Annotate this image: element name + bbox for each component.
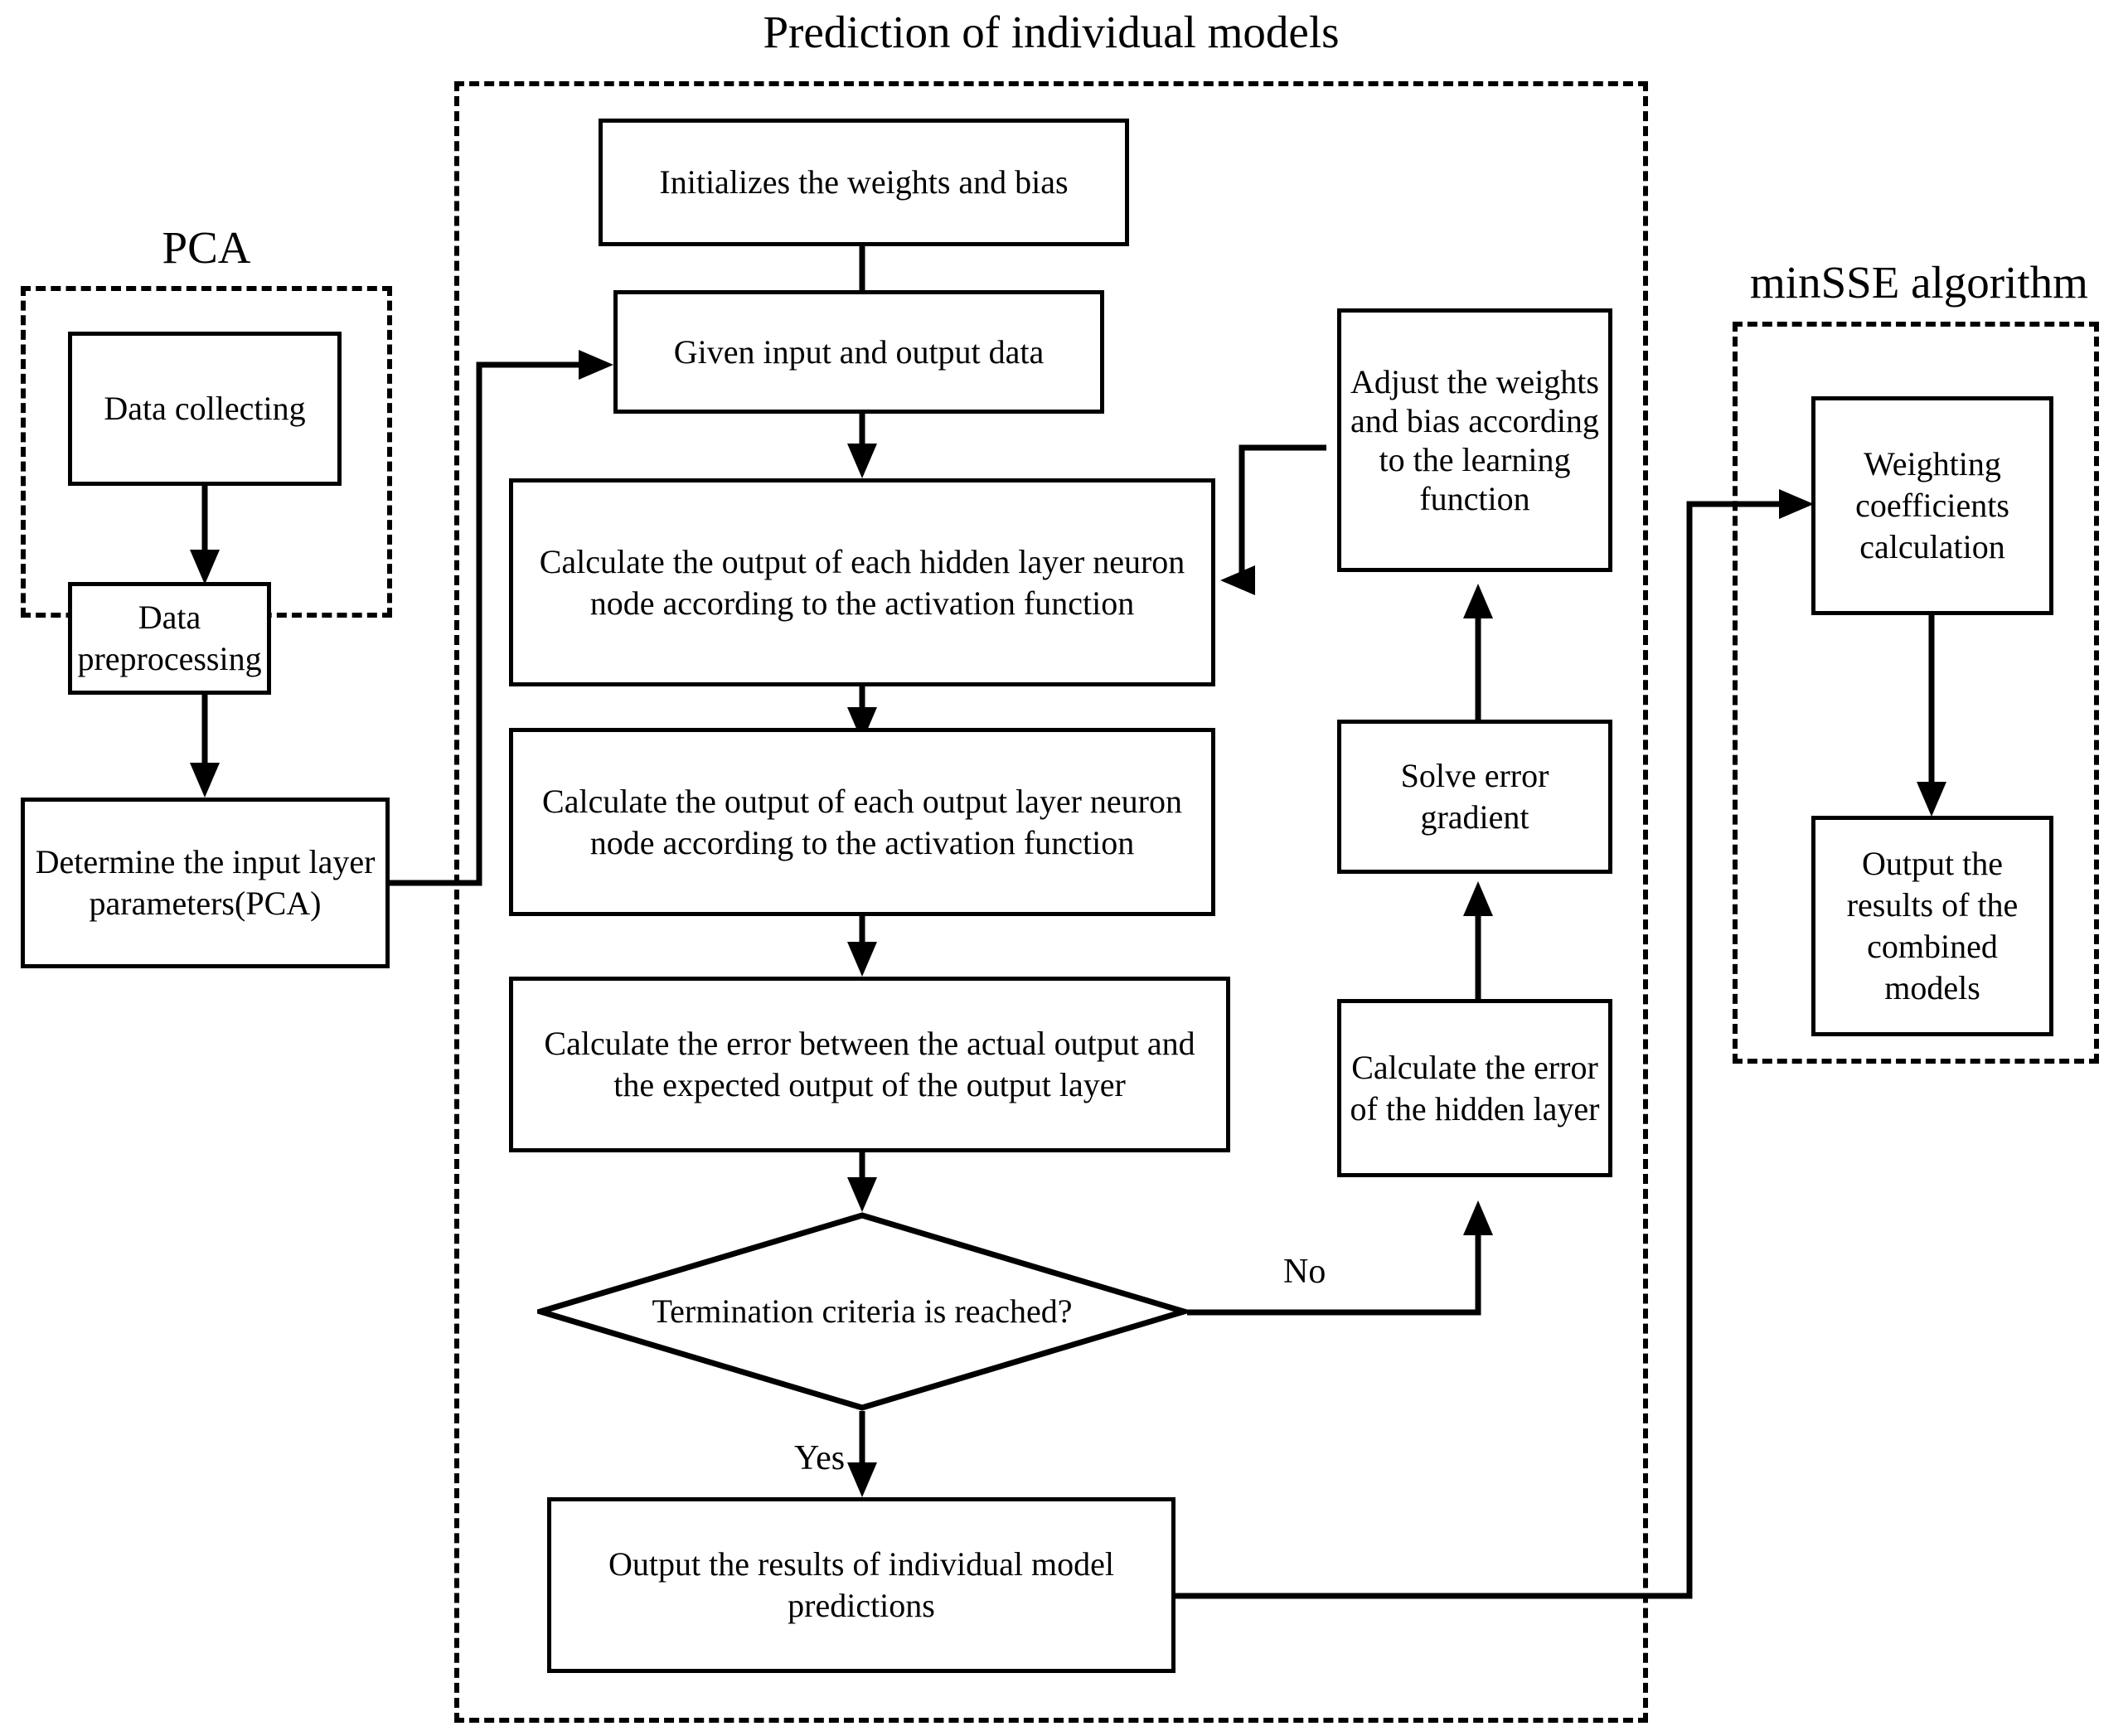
node-adjust-weights-bias[interactable]: Adjust the weights and bias according to… xyxy=(1337,308,1612,572)
node-given-input-output-data[interactable]: Given input and output data xyxy=(613,290,1104,414)
node-calculate-output-error[interactable]: Calculate the error between the actual o… xyxy=(509,977,1230,1152)
node-output-individual-results[interactable]: Output the results of individual model p… xyxy=(547,1497,1175,1673)
node-weighting-coefficients-calculation[interactable]: Weighting coefficients calculation xyxy=(1811,396,2053,615)
node-termination-criteria[interactable]: Termination criteria is reached? xyxy=(537,1212,1187,1411)
group-title-individual-models: Prediction of individual models xyxy=(763,7,1340,57)
node-output-combined-results[interactable]: Output the results of the combined model… xyxy=(1811,816,2053,1036)
node-determine-input-layer[interactable]: Determine the input layer parameters(PCA… xyxy=(21,798,390,968)
edge-label-no: No xyxy=(1283,1253,1326,1291)
group-title-minsse: minSSE algorithm xyxy=(1750,257,2088,308)
edge-label-yes: Yes xyxy=(794,1439,846,1477)
node-calculate-hidden-layer-output[interactable]: Calculate the output of each hidden laye… xyxy=(509,478,1215,686)
node-solve-error-gradient[interactable]: Solve error gradient xyxy=(1337,720,1612,874)
node-data-collecting[interactable]: Data collecting xyxy=(68,332,342,486)
node-data-preprocessing[interactable]: Data preprocessing xyxy=(68,582,271,695)
node-initialize-weights-bias[interactable]: Initializes the weights and bias xyxy=(599,119,1129,246)
node-calculate-output-layer-output[interactable]: Calculate the output of each output laye… xyxy=(509,728,1215,916)
node-calculate-hidden-layer-error[interactable]: Calculate the error of the hidden layer xyxy=(1337,999,1612,1177)
group-title-pca: PCA xyxy=(162,222,251,273)
